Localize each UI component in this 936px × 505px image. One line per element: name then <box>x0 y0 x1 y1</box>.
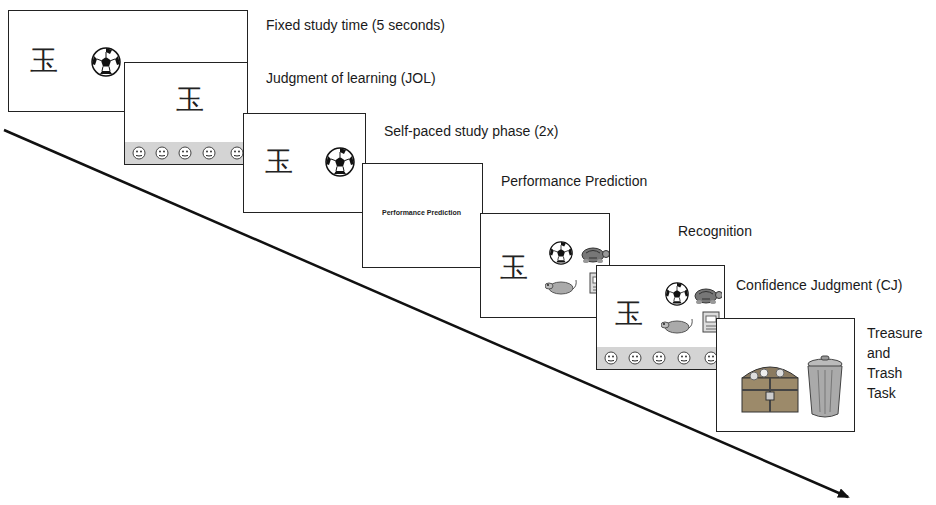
step-label: Judgment of learning (JOL) <box>266 68 436 88</box>
step-label: Fixed study time (5 seconds) <box>266 15 445 35</box>
screen-frame: Recognition玉 <box>480 213 610 318</box>
step-label: Performance Prediction <box>501 171 647 191</box>
chinese-character: 玉 <box>176 86 204 114</box>
chinese-character: 玉 <box>500 254 528 282</box>
step-label: Recognition <box>678 221 752 241</box>
chinese-character: 玉 <box>615 300 643 328</box>
screen-frame: Judgment of learning (JOL)玉 <box>124 62 248 165</box>
step-label: Confidence Judgment (CJ) <box>736 275 903 295</box>
screen-frame: Self-paced study phase (2x)玉 <box>243 113 366 213</box>
step-label: Self-paced study phase (2x) <box>384 121 558 141</box>
chinese-character: 玉 <box>30 47 58 75</box>
chinese-character: 玉 <box>265 148 293 176</box>
screen-text: Performance Prediction <box>382 209 461 216</box>
screen-frame: Treasure and Trash Task <box>716 318 855 432</box>
screen-frame: Performance PredictionPerformance Predic… <box>362 163 483 268</box>
step-label: Treasure and Trash Task <box>867 323 929 403</box>
screen-frame: Confidence Judgment (CJ)玉 <box>596 265 725 370</box>
